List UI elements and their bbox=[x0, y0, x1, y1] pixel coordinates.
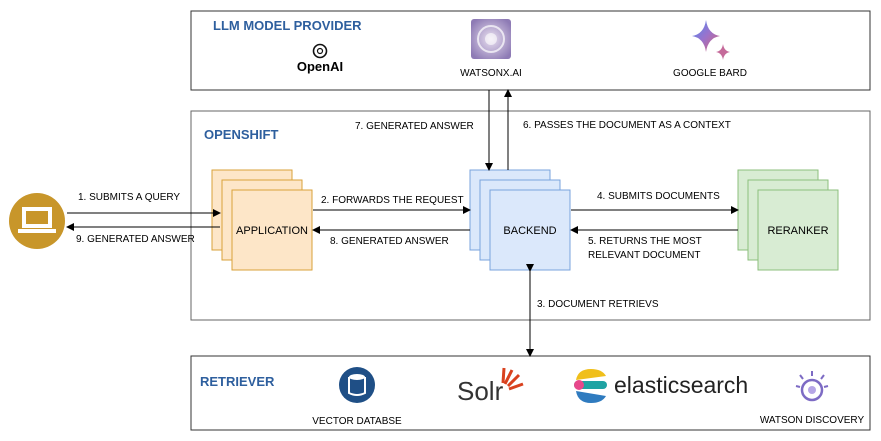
llm-provider-section bbox=[190, 10, 871, 91]
step-7-label: 7. GENERATED ANSWER bbox=[355, 121, 474, 132]
backend-label: BACKEND bbox=[503, 225, 556, 237]
solr-logo: Solr bbox=[457, 367, 524, 406]
step-5-label-line1: 5. RETURNS THE MOST bbox=[588, 236, 702, 247]
reranker-label: RERANKER bbox=[767, 225, 828, 237]
backend-component bbox=[469, 169, 571, 271]
step-3-label: 3. DOCUMENT RETRIEVS bbox=[537, 299, 659, 310]
google-bard-label: GOOGLE BARD bbox=[673, 68, 747, 79]
step-4-label: 4. SUBMITS DOCUMENTS bbox=[597, 191, 720, 202]
elasticsearch-logo-icon bbox=[574, 369, 607, 403]
vector-database-label: VECTOR DATABSE bbox=[312, 416, 402, 427]
user-computer-icon bbox=[9, 193, 65, 249]
elasticsearch-wordmark: elasticsearch bbox=[614, 372, 748, 398]
solr-wordmark: Solr bbox=[457, 376, 504, 406]
step-8-label: 8. GENERATED ANSWER bbox=[330, 236, 449, 247]
reranker-component bbox=[737, 169, 839, 271]
step-2-label: 2. FORWARDS THE REQUEST bbox=[321, 195, 464, 206]
openai-logo-icon bbox=[312, 43, 328, 59]
application-label: APPLICATION bbox=[236, 225, 308, 237]
watsonx-logo-icon bbox=[471, 19, 511, 59]
solr-sun-icon bbox=[501, 367, 524, 391]
retriever-section-title: RETRIEVER bbox=[200, 374, 275, 389]
step-9-label: 9. GENERATED ANSWER bbox=[76, 234, 195, 245]
step-6-label: 6. PASSES THE DOCUMENT AS A CONTEXT bbox=[523, 120, 731, 131]
watson-discovery-icon bbox=[795, 371, 829, 402]
watson-discovery-label: WATSON DISCOVERY bbox=[760, 415, 865, 426]
watsonx-label: WATSONX.AI bbox=[460, 68, 522, 79]
llm-section-title: LLM MODEL PROVIDER bbox=[213, 18, 362, 33]
openai-label: OpenAI bbox=[297, 59, 343, 74]
step-1-label: 1. SUBMITS A QUERY bbox=[78, 192, 180, 203]
google-bard-logo-icon bbox=[692, 20, 730, 60]
step-5-label-line2: RELEVANT DOCUMENT bbox=[588, 250, 700, 261]
vector-database-icon bbox=[339, 367, 375, 403]
openshift-section-title: OPENSHIFT bbox=[204, 127, 278, 142]
application-component bbox=[211, 169, 313, 271]
